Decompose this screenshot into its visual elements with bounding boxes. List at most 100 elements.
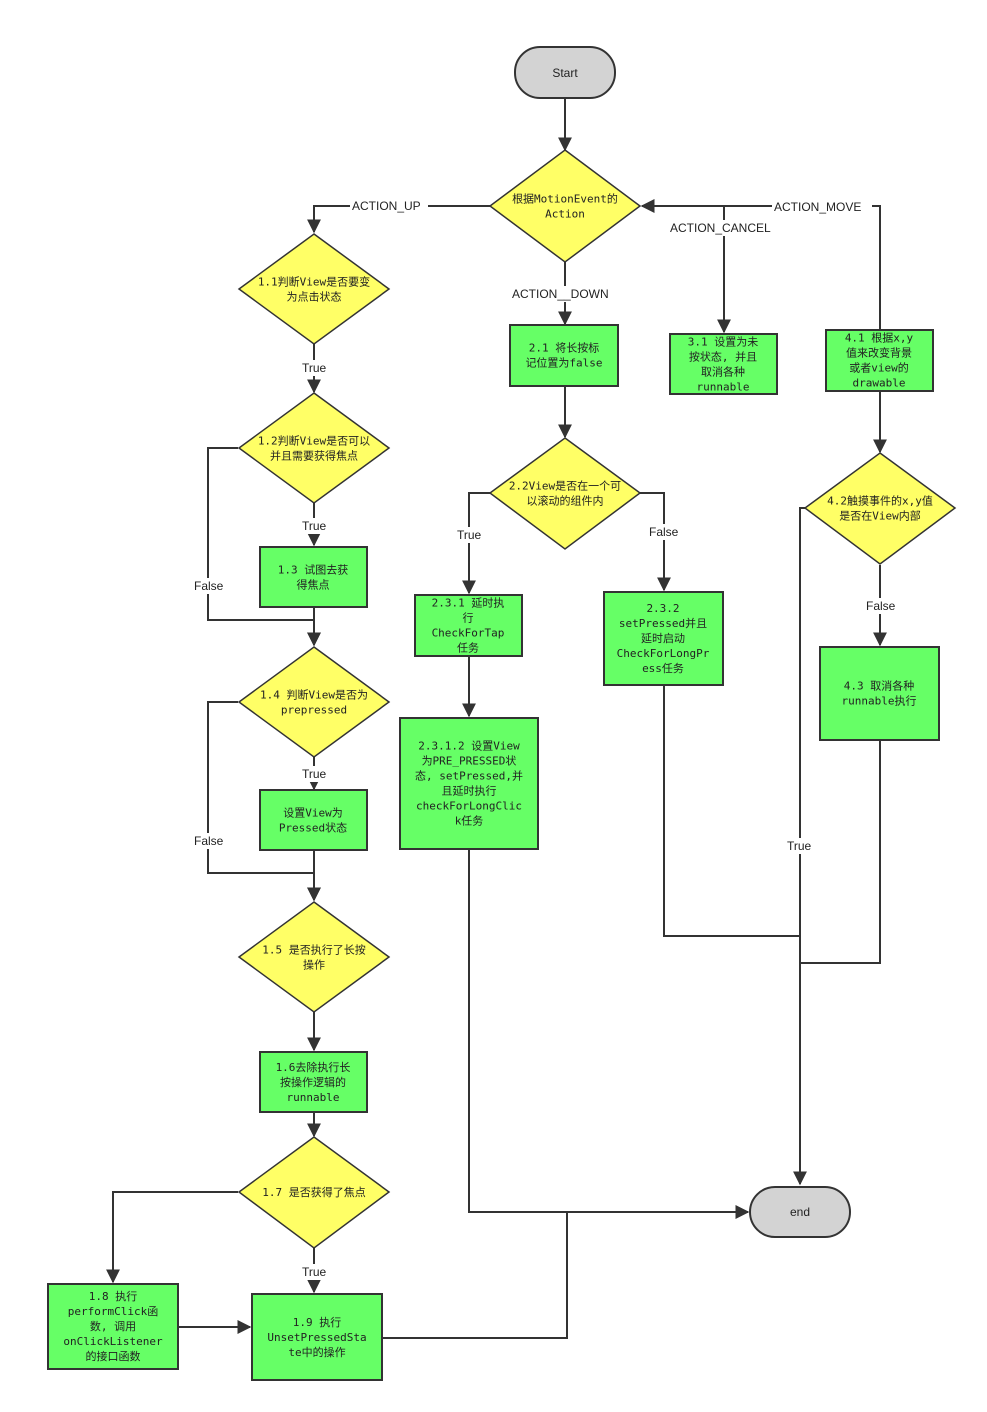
p1-6-line-3: runnable [287, 1091, 340, 1104]
p-pressed-line-1: 设置View为 [283, 807, 343, 820]
p4-1-line-1: 4.1 根据x,y [845, 331, 914, 345]
p1-3-line-1: 1.3 试图去获 [278, 564, 349, 577]
d1-1-line-1: 1.1判断View是否要变 [258, 275, 370, 289]
edge-action-move [640, 199, 881, 330]
p2-3-1-2-line-1: 2.3.1.2 设置View [418, 740, 520, 753]
action-line-1: 根据MotionEvent的 [512, 192, 618, 206]
label-true-1-7: True [302, 1265, 327, 1279]
d2-2-line-1: 2.2View是否在一个可 [509, 480, 621, 493]
process-3-1 [669, 333, 778, 395]
decision-1-7-label: 1.7 是否获得了焦点 [262, 1186, 366, 1199]
p1-9-line-2: UnsetPressedSta [267, 1331, 366, 1344]
p2-3-1-2-line-4: 且延时执行 [442, 784, 497, 798]
end-label: end [790, 1205, 810, 1219]
process-1-3 [259, 546, 368, 608]
p1-8-line-1: 1.8 执行 [89, 1289, 138, 1303]
decision-action-type [488, 149, 642, 263]
start-terminal [514, 46, 616, 99]
d1-1-line-2: 为点击状态 [287, 290, 342, 304]
edge-2-3-1-2-to-end [468, 850, 750, 1219]
label-true-1-4: True [302, 767, 327, 781]
p2-3-2-line-4: CheckForLongPr [617, 647, 710, 660]
process-2-1 [509, 324, 619, 387]
end-terminal [749, 1186, 851, 1238]
p2-3-2-line-1: 2.3.2 [646, 602, 679, 615]
p1-6-line-2: 按操作逻辑的 [280, 1075, 346, 1089]
p4-1-line-3: 或者view的 [849, 361, 909, 375]
p2-3-1-line-4: 任务 [457, 642, 479, 655]
edge-labels: ACTION_UP ACTION__DOWN ACTION_CANCEL ACT… [192, 198, 898, 1280]
d1-5-line-2: 操作 [303, 958, 325, 972]
label-action-move: ACTION_MOVE [774, 200, 861, 214]
label-action-up: ACTION_UP [352, 199, 421, 213]
p-pressed-line-2: Pressed状态 [279, 821, 347, 835]
d4-2-line-1: 4.2触摸事件的x,y值 [827, 494, 933, 508]
d4-2-line-2: 是否在View内部 [839, 509, 921, 523]
decision-action-type-label: 根据MotionEvent的 Action [512, 192, 618, 221]
process-2-3-1-2 [399, 717, 539, 850]
process-2-3-1 [414, 594, 523, 657]
decision-1-2 [237, 392, 391, 504]
p2-3-2-line-3: 延时启动 [641, 632, 685, 645]
p4-1-line-2: 值来改变背景 [846, 346, 912, 360]
p2-3-1-line-2: 行 [463, 612, 474, 625]
p2-3-1-2-line-5: checkForLongClic [416, 800, 522, 813]
label-false-2-2: False [649, 525, 679, 539]
p2-3-1-2-line-2: 为PRE_PRESSED状 [422, 754, 517, 768]
edge-2-3-2-to-end [663, 686, 800, 937]
label-action-cancel: ACTION_CANCEL [670, 221, 771, 235]
p1-8-line-5: 的接口函数 [86, 1349, 141, 1363]
action-line-2: Action [545, 208, 585, 221]
label-true-2-2: True [457, 528, 482, 542]
decision-1-1 [237, 233, 391, 345]
p2-3-1-2-line-6: k任务 [455, 815, 484, 828]
p4-3-line-1: 4.3 取消各种 [844, 679, 915, 693]
edge-2-2-false [640, 492, 671, 592]
process-1-8 [47, 1283, 179, 1370]
d1-5-line-1: 1.5 是否执行了长按 [262, 943, 366, 957]
process-1-9 [251, 1293, 383, 1381]
process-set-pressed [259, 789, 368, 851]
p2-3-1-2-line-3: 态, setPressed,并 [415, 769, 523, 783]
d1-4-line-1: 1.4 判断View是否为 [260, 688, 368, 702]
p1-8-line-2: performClick函 [68, 1305, 158, 1318]
p4-1-line-4: drawable [853, 377, 906, 390]
d1-7-line-1: 1.7 是否获得了焦点 [262, 1186, 366, 1199]
label-true-1-2: True [302, 519, 327, 533]
edge-4-2-true-to-end [793, 507, 807, 1186]
p3-1-line-4: runnable [697, 381, 750, 394]
edge-1-7-to-1-8 [106, 1191, 238, 1284]
edge-action-up [307, 205, 490, 234]
p2-3-2-line-2: setPressed并且 [619, 616, 707, 630]
process-4-3 [819, 646, 940, 741]
d1-2-line-2: 并且需要获得焦点 [270, 449, 358, 463]
p1-6-line-1: 1.6去除执行长 [276, 1060, 351, 1074]
p2-1-line-1: 2.1 将长按标 [529, 341, 600, 355]
p1-3-line-2: 得焦点 [297, 579, 330, 592]
d1-2-line-1: 1.2判断View是否可以 [258, 434, 370, 448]
p1-8-line-4: onClickListener [63, 1335, 163, 1348]
p1-8-line-3: 数, 调用 [90, 1320, 136, 1333]
p4-3-line-2: runnable执行 [842, 694, 917, 708]
p2-3-1-line-3: CheckForTap [432, 627, 505, 640]
edge-2-2-true [462, 492, 490, 595]
start-label: Start [552, 66, 578, 80]
edges [106, 98, 887, 1339]
edge-1-9-to-end [382, 1212, 568, 1339]
label-true-1-1: True [302, 361, 327, 375]
process-1-6 [259, 1051, 368, 1113]
